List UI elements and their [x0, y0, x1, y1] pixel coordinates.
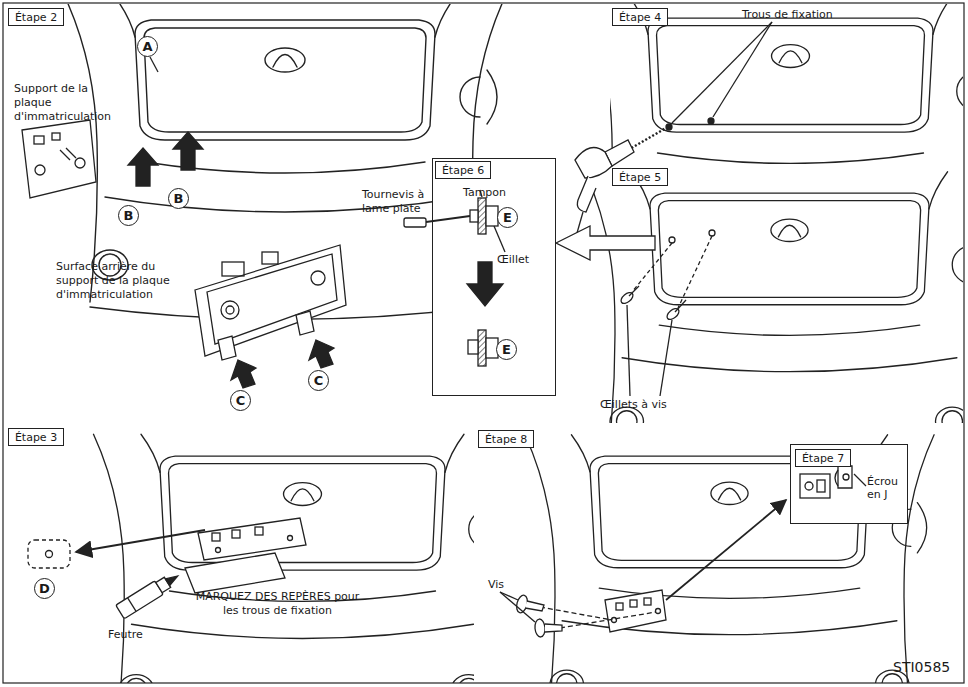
- step-title: Étape 4: [619, 11, 661, 24]
- step-title: Étape 5: [619, 171, 661, 184]
- callout-letter: E: [497, 207, 518, 228]
- figure-code: STI0585: [893, 659, 963, 677]
- car-step-4: [610, 4, 963, 164]
- callout-letter-text: B: [174, 191, 184, 206]
- car-step-8: [525, 435, 934, 683]
- step-6-detail: [404, 158, 556, 396]
- detail-inset: Écrou en J Étape 7: [790, 444, 908, 524]
- step-label: Étape 4: [612, 8, 668, 26]
- step-label: Étape 2: [8, 8, 64, 26]
- step-4-drill: [575, 22, 772, 240]
- car-step-3: [94, 434, 475, 683]
- callout-letter-text: C: [236, 393, 246, 408]
- callout-letter-text: C: [314, 373, 324, 388]
- part-name: Support de la plaque d'immatriculation: [14, 82, 124, 123]
- part-name: Œillets à vis: [600, 398, 700, 412]
- step-label: Étape 6: [435, 161, 491, 179]
- tool-name: Tournevis à lame plate: [362, 188, 432, 216]
- part-name: Surface arrière du support de la plaque …: [56, 260, 174, 301]
- callout-letter-text: B: [124, 208, 134, 223]
- part-name: Vis: [488, 578, 518, 592]
- step-label: Étape 5: [612, 168, 668, 186]
- tool-name: Feutre: [108, 628, 168, 642]
- step-7-detail: [790, 444, 908, 524]
- callout-letter: E: [496, 339, 517, 360]
- instruction-note: MARQUEZ DES REPÈRES pour les trous de fi…: [190, 590, 365, 618]
- step-8-screws: [500, 500, 786, 637]
- callout-letter-text: E: [503, 210, 512, 225]
- callout-letter: B: [168, 188, 189, 209]
- callout-letter: C: [230, 390, 251, 411]
- step-label: Étape 3: [8, 428, 64, 446]
- callout-letter: C: [308, 370, 329, 391]
- callout-letter: B: [118, 205, 139, 226]
- callout-letter-text: A: [142, 39, 152, 54]
- callout-letter: A: [137, 36, 158, 57]
- part-name: Trous de fixation: [742, 8, 872, 22]
- part-name: Écrou en J: [867, 475, 907, 501]
- callout-letter-text: D: [39, 581, 50, 596]
- detail-inset: TamponŒillet Étape 6 E E: [432, 158, 556, 396]
- callout-letter-text: E: [502, 342, 511, 357]
- step-title: Étape 6: [442, 164, 484, 177]
- step-title: Étape 7: [802, 452, 844, 465]
- car-step-5: [585, 172, 963, 423]
- part-name: Tampon: [463, 186, 506, 199]
- step-title: Étape 8: [485, 433, 527, 446]
- step-label: Étape 7: [795, 449, 851, 467]
- step-5-eyelets: [556, 226, 715, 396]
- step-2-parts: [22, 57, 346, 388]
- step-title: Étape 2: [15, 11, 57, 24]
- step-title: Étape 3: [15, 431, 57, 444]
- callout-letter: D: [34, 578, 55, 599]
- part-name: Œillet: [497, 253, 529, 266]
- step-3-marking: [28, 518, 306, 619]
- step-label: Étape 8: [478, 430, 534, 448]
